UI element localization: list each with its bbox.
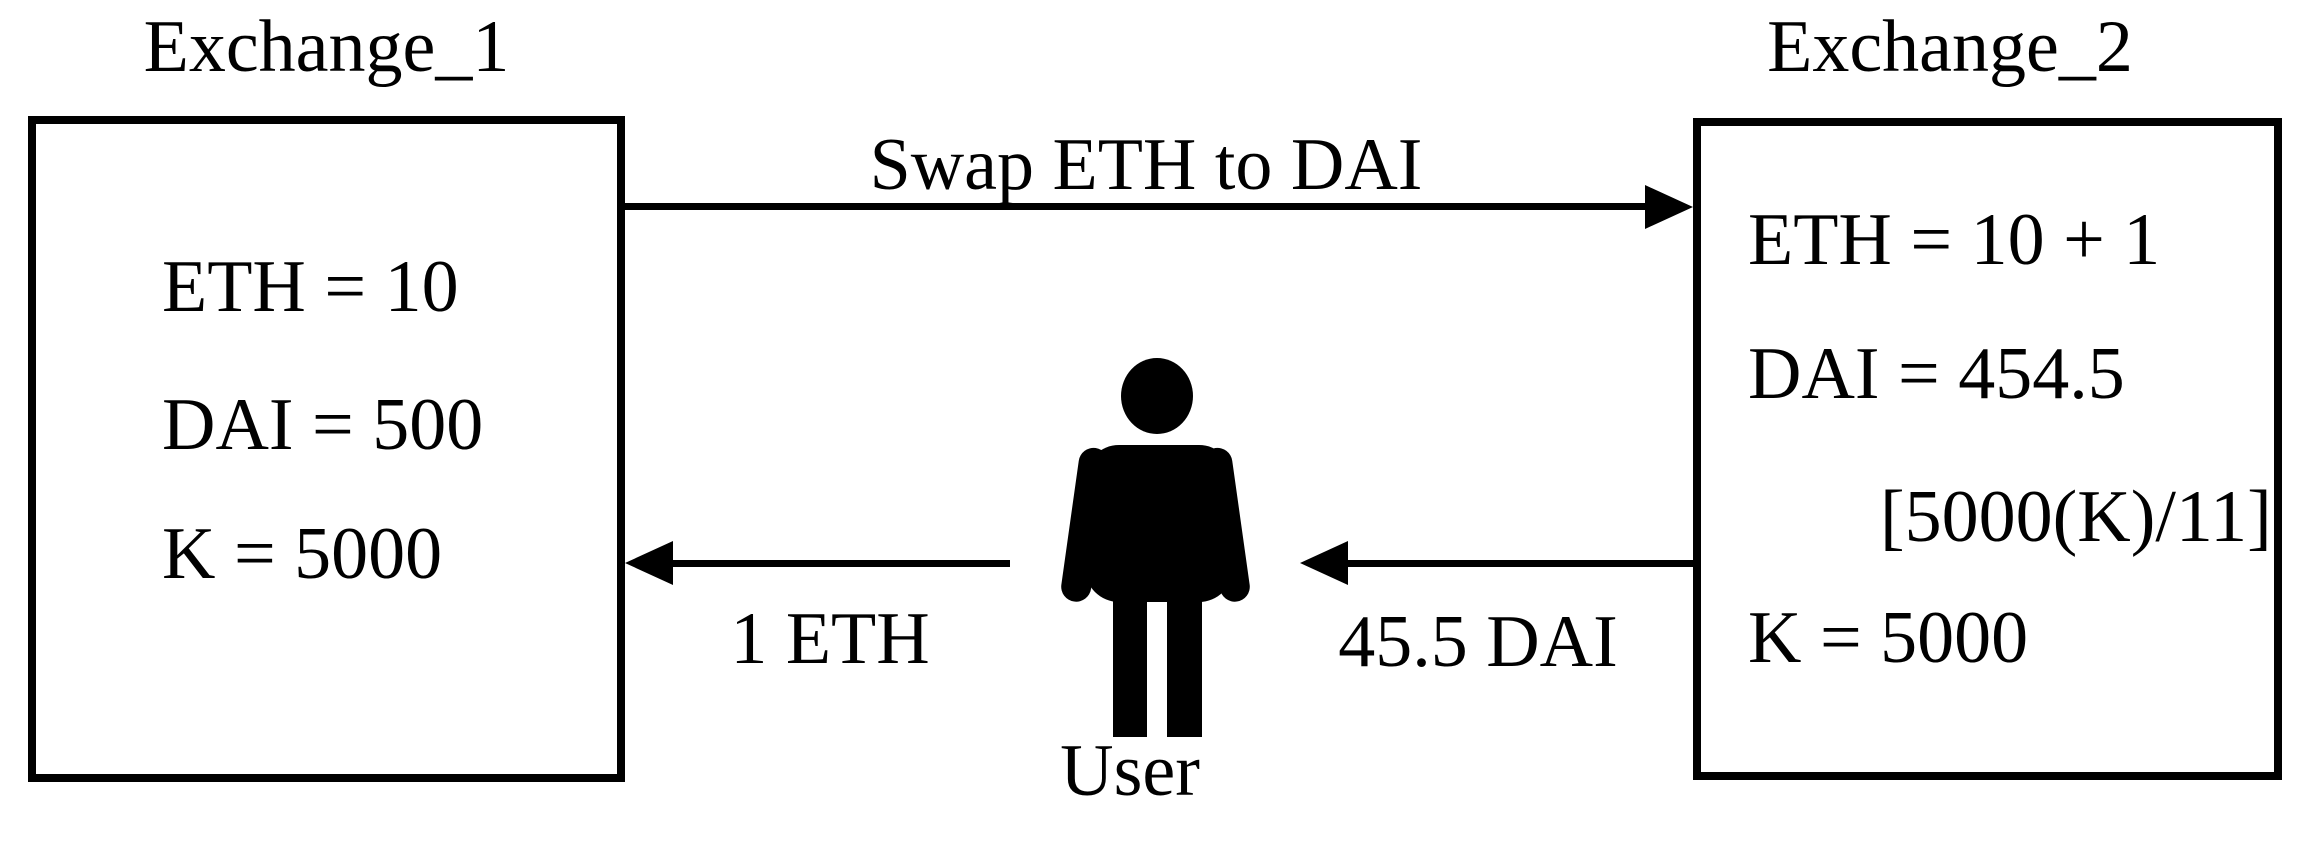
dai-arrow-line xyxy=(1344,560,1693,567)
eth-arrow-head-icon xyxy=(625,541,673,585)
exchange1-dai-balance: DAI = 500 xyxy=(162,384,484,466)
exchange2-eth-balance: ETH = 10 + 1 xyxy=(1748,199,2161,281)
user-label: User xyxy=(1060,730,1200,812)
user-person-icon xyxy=(1061,358,1250,737)
exchange1-k-constant: K = 5000 xyxy=(162,513,443,595)
exchange1-eth-balance: ETH = 10 xyxy=(162,246,459,328)
exchange2-k-constant: K = 5000 xyxy=(1748,597,2029,679)
exchange2-box xyxy=(1693,118,2282,780)
dai-arrow-label: 45.5 DAI xyxy=(1338,601,1618,683)
exchange1-box xyxy=(28,116,625,782)
eth-arrow-label: 1 ETH xyxy=(730,598,930,680)
exchange2-k-formula: [5000(K)/11] xyxy=(1880,476,2272,558)
exchange1-title: Exchange_1 xyxy=(143,6,510,88)
swap-arrow-head-icon xyxy=(1645,185,1693,229)
exchange2-dai-balance: DAI = 454.5 xyxy=(1748,333,2125,415)
exchange2-title: Exchange_2 xyxy=(1767,6,2133,88)
dai-arrow-head-icon xyxy=(1300,541,1348,585)
eth-arrow-line xyxy=(669,560,1010,567)
swap-arrow-line xyxy=(621,203,1649,210)
swap-arrow-label: Swap ETH to DAI xyxy=(869,124,1423,206)
